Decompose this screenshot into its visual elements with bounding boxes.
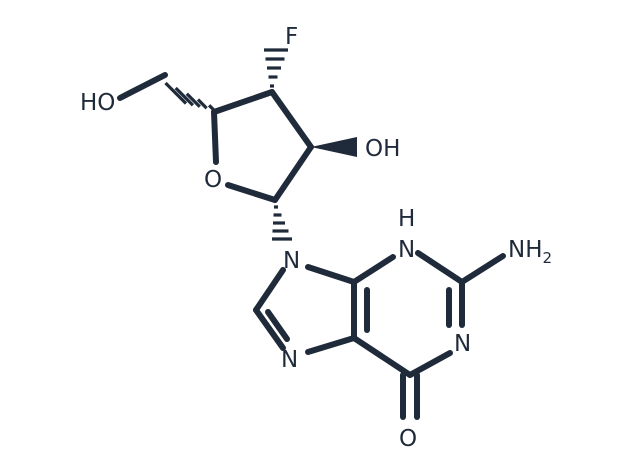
atom-label-ho: HO bbox=[80, 90, 115, 116]
bond-c4-n3 bbox=[351, 254, 396, 285]
bond-c2-c1 bbox=[272, 144, 314, 203]
bond-n3-c2 bbox=[415, 250, 465, 285]
bond-c5-oh bbox=[117, 72, 168, 101]
atom-label-n3: N bbox=[398, 237, 415, 263]
atom-label-nh2: NH2 bbox=[508, 237, 552, 267]
atom-label-n3-h: H bbox=[398, 206, 415, 232]
atom-label-oh: OH bbox=[365, 136, 400, 162]
atom-label-ring-o: O bbox=[204, 167, 222, 193]
bond-c6-c5 bbox=[351, 335, 413, 378]
hash-bond-c3-f bbox=[264, 48, 288, 88]
atom-label-n7: N bbox=[281, 347, 298, 373]
atom-label-n1: N bbox=[454, 331, 471, 357]
atom-label-n9: N bbox=[283, 248, 300, 274]
bond-o4-c4 bbox=[211, 109, 219, 165]
wedge-bond-c2-oh bbox=[311, 137, 357, 157]
hash-bond-c1-n9 bbox=[272, 205, 292, 241]
bond-c2-nh2 bbox=[459, 253, 506, 285]
bond-c1-o4 bbox=[225, 182, 278, 203]
hash-bond-c4-c5 bbox=[164, 81, 215, 111]
bond-c8-n7 bbox=[253, 307, 286, 351]
bond-c8-n7-inner bbox=[265, 309, 290, 342]
bond-c3-c2 bbox=[269, 89, 314, 150]
bond-n7-c5 bbox=[305, 335, 357, 355]
bond-n9-c8 bbox=[253, 267, 286, 313]
bond-n9-c4 bbox=[305, 264, 357, 285]
atom-label-carbonyl-o: O bbox=[399, 426, 417, 452]
bond-c4-c3 bbox=[211, 89, 275, 115]
bond-n1-c6 bbox=[407, 350, 453, 378]
atom-label-f: F bbox=[285, 24, 298, 50]
